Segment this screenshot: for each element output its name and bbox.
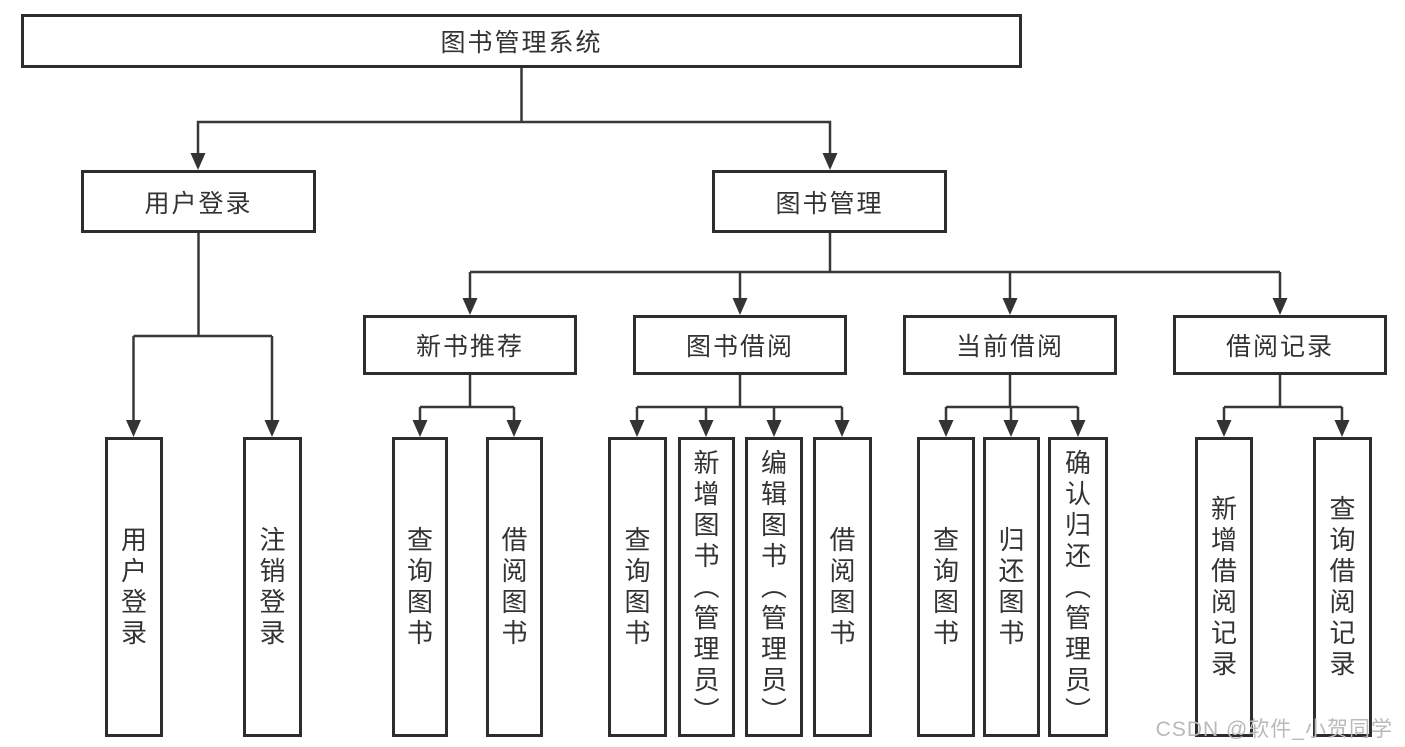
leaf-edit-books-admin: 编辑图书︵管理员︶ bbox=[745, 437, 803, 737]
node-label: 查询图书 bbox=[406, 525, 433, 648]
node-label: 查询借阅记录 bbox=[1329, 494, 1356, 679]
node-book-management: 图书管理 bbox=[712, 170, 947, 233]
node-label: 图书管理系统 bbox=[440, 29, 603, 57]
node-user-login: 用户登录 bbox=[81, 170, 316, 233]
node-label: 注销登录 bbox=[259, 525, 286, 648]
leaf-borrow-books: 借阅图书 bbox=[813, 437, 872, 737]
node-label: 借阅图书 bbox=[501, 525, 528, 648]
node-label: 编辑图书︵管理员︶ bbox=[760, 447, 787, 726]
node-label: 归还图书 bbox=[998, 525, 1025, 648]
node-label: 用户登录 bbox=[120, 525, 147, 648]
node-label: 用户登录 bbox=[144, 189, 253, 218]
node-library-management-system: 图书管理系统 bbox=[21, 14, 1022, 68]
csdn-watermark: CSDN @软件_小贺同学 bbox=[1155, 718, 1393, 741]
node-label: 当前借阅 bbox=[955, 333, 1064, 361]
node-label: 新书推荐 bbox=[415, 333, 524, 361]
leaf-query-books-borrow: 查询图书 bbox=[608, 437, 667, 737]
node-label: 确认归还︵管理员︶ bbox=[1064, 447, 1091, 726]
node-label: 查询图书 bbox=[624, 525, 651, 648]
leaf-add-books-admin: 新增图书︵管理员︶ bbox=[678, 437, 735, 737]
node-label: 图书借阅 bbox=[685, 333, 794, 361]
leaf-return-books: 归还图书 bbox=[983, 437, 1040, 737]
node-label: 图书管理 bbox=[775, 189, 884, 218]
leaf-add-borrow-record: 新增借阅记录 bbox=[1195, 437, 1253, 737]
leaf-borrow-books-recommend: 借阅图书 bbox=[486, 437, 543, 737]
node-book-borrow: 图书借阅 bbox=[633, 315, 847, 375]
node-current-borrow: 当前借阅 bbox=[903, 315, 1117, 375]
leaf-user-login: 用户登录 bbox=[105, 437, 163, 737]
leaf-query-borrow-record: 查询借阅记录 bbox=[1313, 437, 1372, 737]
node-label: 借阅图书 bbox=[829, 525, 856, 648]
node-new-book-recommend: 新书推荐 bbox=[363, 315, 577, 375]
node-label: 新增借阅记录 bbox=[1210, 494, 1237, 679]
node-label: 新增图书︵管理员︶ bbox=[693, 447, 720, 726]
node-label: 查询图书 bbox=[932, 525, 959, 648]
leaf-query-books-recommend: 查询图书 bbox=[392, 437, 448, 737]
leaf-query-books-current: 查询图书 bbox=[917, 437, 975, 737]
leaf-logout: 注销登录 bbox=[243, 437, 302, 737]
leaf-confirm-return-admin: 确认归还︵管理员︶ bbox=[1048, 437, 1108, 737]
node-label: 借阅记录 bbox=[1225, 333, 1334, 361]
node-borrow-records: 借阅记录 bbox=[1173, 315, 1387, 375]
